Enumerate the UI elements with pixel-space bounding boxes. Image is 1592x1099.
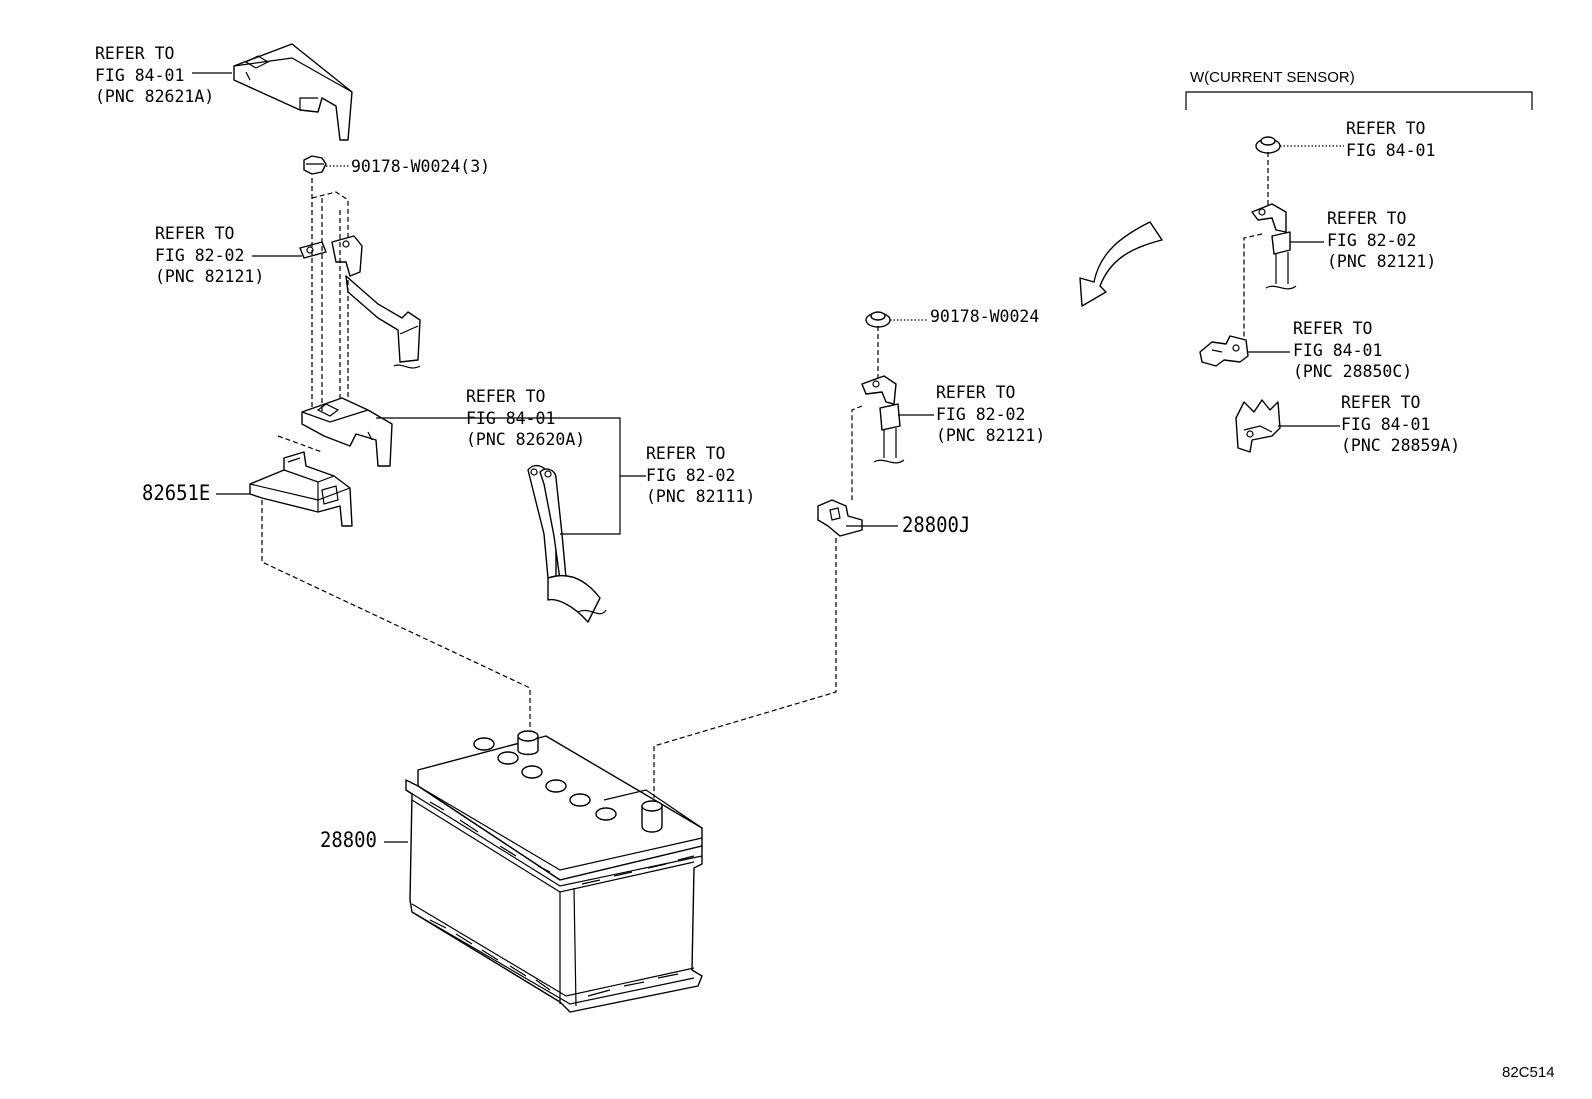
- callout-line: FIG 82-02: [936, 404, 1026, 424]
- part-number: 90178-W0024(3): [351, 157, 491, 176]
- callout-line: REFER TO: [936, 383, 1016, 402]
- direction-arrow: [1079, 221, 1163, 307]
- callout-line: FIG 84-01: [1341, 414, 1431, 434]
- callout-line: FIG 84-01: [95, 65, 185, 85]
- callout-line: (PNC 28850C): [1293, 362, 1413, 381]
- callout-line: FIG 82-02: [1327, 230, 1417, 250]
- nut-mid-illustration: [865, 311, 891, 328]
- cable-mid-illustration: [861, 375, 905, 464]
- callout-fuse-block: 82651E: [142, 481, 211, 505]
- callout-line: (PNC 82121): [1327, 252, 1437, 271]
- callout-cable-mid: REFER TO FIG 82-02 (PNC 82121): [936, 382, 1045, 447]
- callout-clamp-cover: REFER TO FIG 84-01 (PNC 82620A): [466, 386, 585, 451]
- battery-illustration: [405, 730, 703, 1013]
- clamp-cover-illustration: [301, 397, 393, 467]
- callout-line: (PNC 82620A): [466, 430, 586, 449]
- callout-line: (PNC 82121): [155, 267, 265, 286]
- callout-line: FIG 84-01: [1293, 340, 1383, 360]
- callout-line: REFER TO: [1327, 209, 1407, 228]
- assembly-lines: [261, 152, 1269, 798]
- terminal-mid-illustration: [817, 499, 863, 537]
- callout-cover-top: REFER TO FIG 84-01 (PNC 82621A): [95, 43, 214, 108]
- cable-left-illustration: [299, 235, 421, 369]
- callout-terminal-sensor: REFER TO FIG 84-01 (PNC 28850C): [1293, 318, 1412, 383]
- callout-line: (PNC 82111): [646, 487, 756, 506]
- callout-line: REFER TO: [1293, 319, 1373, 338]
- callout-line: REFER TO: [155, 224, 235, 243]
- leader-lines: [192, 72, 1344, 843]
- callout-line: REFER TO: [466, 387, 546, 406]
- callout-line: FIG 84-01: [466, 408, 556, 428]
- figure-code: 82C514: [1502, 1064, 1555, 1081]
- sensor-terminal-illustration: [1199, 335, 1249, 367]
- callout-line: (PNC 82621A): [95, 87, 215, 106]
- callout-cable-left: REFER TO FIG 82-02 (PNC 82121): [155, 223, 264, 288]
- nut-left-illustration: [303, 155, 327, 175]
- callout-line: FIG 84-01: [1346, 140, 1436, 160]
- callout-line: REFER TO: [1341, 393, 1421, 412]
- callout-battery-cable: REFER TO FIG 82-02 (PNC 82111): [646, 443, 755, 508]
- battery-cover-illustration: [233, 43, 353, 141]
- callout-line: REFER TO: [95, 44, 175, 63]
- sensor-cable-illustration: [1251, 203, 1297, 290]
- callout-line: FIG 82-02: [646, 465, 736, 485]
- sensor-bolt-illustration: [1255, 136, 1281, 154]
- callout-line: (PNC 28859A): [1341, 436, 1461, 455]
- callout-terminal-mid: 28800J: [902, 513, 971, 537]
- callout-nut-mid: 90178-W0024: [930, 306, 1039, 328]
- fuse-block-illustration: [249, 451, 353, 527]
- callout-cable-sensor: REFER TO FIG 82-02 (PNC 82121): [1327, 208, 1436, 273]
- callout-line: REFER TO: [1346, 119, 1426, 138]
- current-sensor-illustration: [1235, 399, 1281, 453]
- variant-bracket: [1185, 91, 1533, 110]
- callout-nut-left: 90178-W0024(3): [351, 156, 490, 178]
- variant-header: W(CURRENT SENSOR): [1190, 69, 1355, 86]
- callout-line: (PNC 82121): [936, 426, 1046, 445]
- part-number: 90178-W0024: [930, 307, 1040, 326]
- callout-sensor: REFER TO FIG 84-01 (PNC 28859A): [1341, 392, 1460, 457]
- callout-line: FIG 82-02: [155, 245, 245, 265]
- callout-bolt-sensor: REFER TO FIG 84-01: [1346, 118, 1435, 161]
- battery-cable-illustration: [527, 464, 607, 623]
- callout-line: REFER TO: [646, 444, 726, 463]
- callout-battery: 28800: [320, 828, 377, 852]
